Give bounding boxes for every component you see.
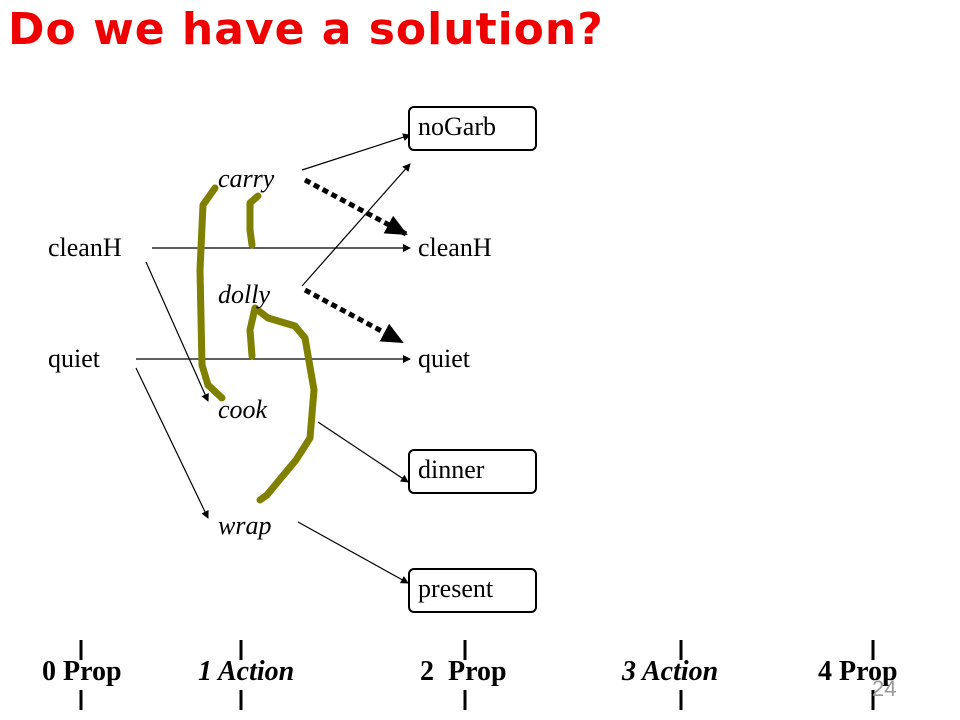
- action-dolly: dolly: [218, 280, 270, 309]
- prop0-cleanH: cleanH: [48, 233, 122, 262]
- level-label-4: 4 Prop: [818, 656, 898, 687]
- action-wrap: wrap: [218, 511, 272, 540]
- prop2-noGarb-goal: noGarb: [408, 106, 537, 151]
- prop2-dinner-goal: dinner: [408, 449, 537, 494]
- mutex-marker-dolly-wrap: [246, 304, 318, 504]
- slide-title: Do we have a solution?: [8, 4, 604, 55]
- prop2-cleanH: cleanH: [418, 233, 492, 262]
- action-carry: carry: [218, 164, 275, 193]
- delete-edge-dolly-quiet: [303, 287, 404, 345]
- edge-quiet-to-wrap: [135, 367, 209, 519]
- level-label-3: 3 Action: [622, 656, 719, 687]
- prop0-quiet: quiet: [48, 344, 100, 373]
- edge-wrap-to-present: [297, 521, 409, 584]
- edge-cleanH-to-cook: [145, 261, 209, 402]
- level-ticks: [79, 640, 875, 710]
- level-label-1: 1 Action: [198, 656, 295, 687]
- level-label-0: 0 Prop: [42, 656, 122, 687]
- page-number: 24: [872, 676, 897, 701]
- prop2-present-goal: present: [408, 568, 537, 613]
- mutex-marker-carry-cook: [196, 184, 226, 402]
- mutex-marker-carry-dolly: [246, 192, 262, 249]
- edge-cook-to-dinner: [317, 421, 409, 483]
- edge-carry-to-noGarb: [301, 133, 411, 171]
- delete-edge-carry-cleanH: [303, 177, 408, 237]
- action-cook: cook: [218, 395, 268, 424]
- level-label-2: 2 Prop: [420, 656, 507, 687]
- prop2-quiet: quiet: [418, 344, 470, 373]
- edge-dolly-to-noGarb: [301, 163, 411, 287]
